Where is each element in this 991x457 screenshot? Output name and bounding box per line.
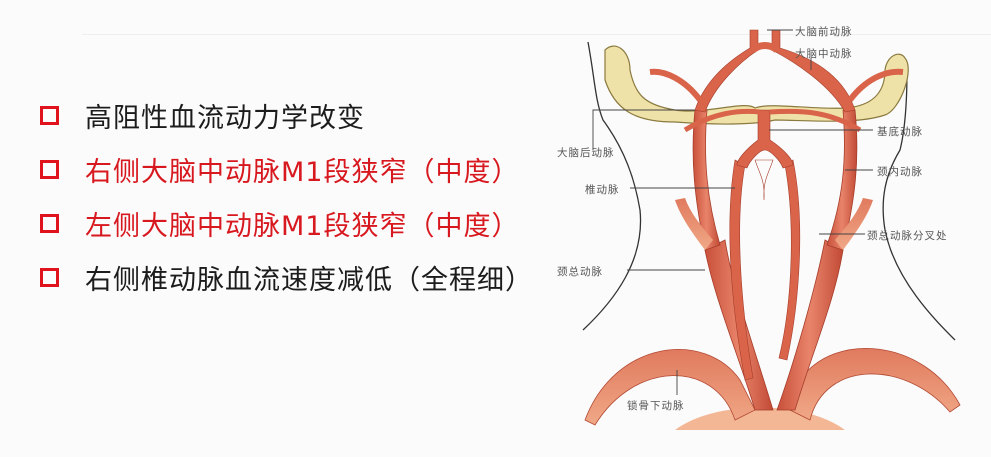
bullet-list: 高阻性血流动力学改变 右侧大脑中动脉M1段狭窄（中度） 左侧大脑中动脉M1段狭窄… xyxy=(40,88,533,304)
bullet-item-2: 右侧大脑中动脉M1段狭窄（中度） xyxy=(40,142,533,196)
bullet-text: 右侧椎动脉血流速度减低（全程细） xyxy=(85,264,533,296)
label-common-carotid-artery: 颈总动脉 xyxy=(557,266,603,278)
slide-top-rule xyxy=(82,34,991,35)
label-basilar-artery: 基底动脉 xyxy=(877,126,923,138)
label-vertebral-artery: 椎动脉 xyxy=(585,184,620,196)
label-anterior-cerebral-artery: 大脑前动脉 xyxy=(795,26,853,38)
bullet-text: 右侧大脑中动脉M1段狭窄（中度） xyxy=(85,156,520,188)
square-bullet-icon xyxy=(40,213,59,233)
square-bullet-icon xyxy=(40,105,59,125)
square-bullet-icon xyxy=(40,267,59,287)
bullet-item-4: 右侧椎动脉血流速度减低（全程细） xyxy=(40,250,533,304)
label-internal-carotid-artery: 颈内动脉 xyxy=(877,166,923,178)
bullet-item-3: 左侧大脑中动脉M1段狭窄（中度） xyxy=(40,196,533,250)
cerebral-artery-diagram: 大脑前动脉 大脑中动脉 大脑后动脉 基底动脉 椎动脉 颈内动脉 颈总动脉分叉处 … xyxy=(555,0,991,453)
square-bullet-icon xyxy=(40,159,59,179)
label-posterior-cerebral-artery: 大脑后动脉 xyxy=(557,147,615,159)
artery-illustration xyxy=(582,29,961,430)
bullet-text: 左侧大脑中动脉M1段狭窄（中度） xyxy=(85,210,520,242)
label-carotid-bifurcation: 颈总动脉分叉处 xyxy=(867,230,948,242)
bullet-item-1: 高阻性血流动力学改变 xyxy=(40,88,533,142)
bullet-text: 高阻性血流动力学改变 xyxy=(85,102,365,134)
label-middle-cerebral-artery: 大脑中动脉 xyxy=(795,48,853,60)
label-subclavian-artery: 锁骨下动脉 xyxy=(627,400,685,412)
